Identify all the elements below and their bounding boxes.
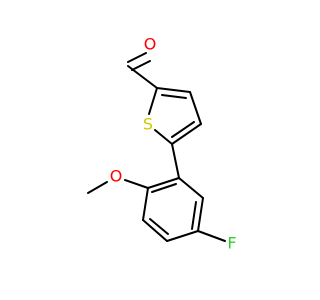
bond-c2-c3p xyxy=(142,187,149,221)
bond-c4-c5 xyxy=(171,123,202,145)
bonds xyxy=(87,52,226,242)
bond-c1-c2 xyxy=(147,177,180,189)
atom-s-thiophene: S xyxy=(143,115,153,134)
bond-c5p-c6p-inner xyxy=(191,201,197,230)
bond-c5p-c6p xyxy=(197,197,204,232)
bond-aldehyde-co-2 xyxy=(131,60,151,71)
bond-c3p-c4p xyxy=(142,219,168,242)
bond-c5-c1 xyxy=(171,143,180,179)
atom-labels: O S O F xyxy=(110,35,237,253)
bond-cho-c2 xyxy=(127,65,158,89)
bond-c4p-c5p xyxy=(166,230,199,242)
bond-c5-s xyxy=(154,129,173,145)
bond-c5p-f xyxy=(197,230,226,242)
bond-c1-c2-inner xyxy=(151,183,177,193)
bond-c3-c4 xyxy=(189,91,202,125)
bond-c4-c5-inner xyxy=(171,121,195,138)
atom-o-aldehyde: O xyxy=(144,35,157,54)
bond-c2-c3 xyxy=(156,87,191,93)
bond-s-c2 xyxy=(148,87,158,115)
atom-o-methoxy: O xyxy=(110,167,123,186)
bond-c2-c3-inner xyxy=(161,94,187,99)
bond-c6p-c1 xyxy=(178,177,204,199)
molecule-canvas: O S O F xyxy=(87,34,237,253)
bond-c2-o xyxy=(124,179,149,189)
bond-c3p-c4p-inner xyxy=(149,218,169,235)
atom-f: F xyxy=(227,234,236,253)
bond-o-ch3 xyxy=(87,181,108,194)
bond-aldehyde-co-1 xyxy=(127,52,147,63)
